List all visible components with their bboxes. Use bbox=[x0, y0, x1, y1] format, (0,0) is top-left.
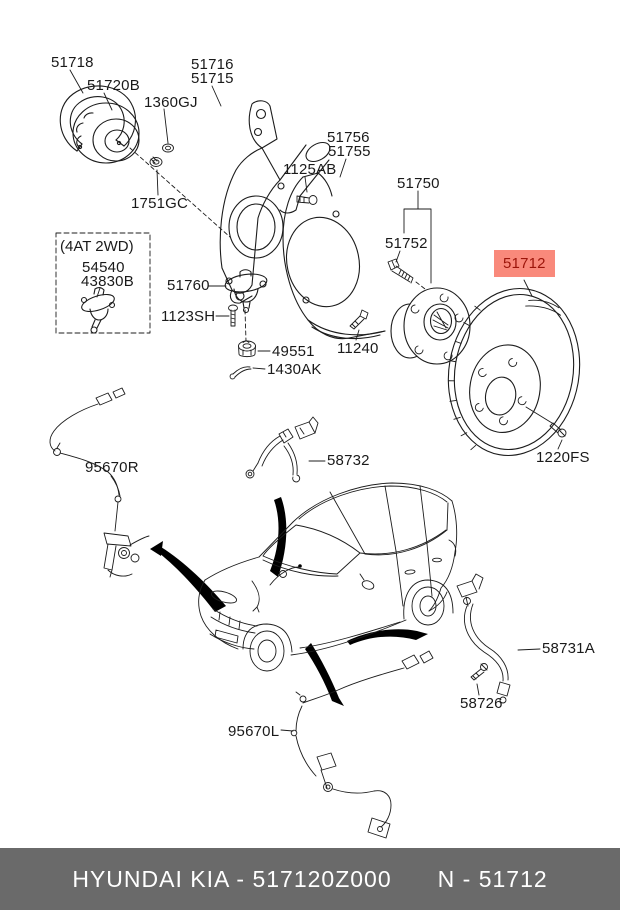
bolt-1125ab-drawing bbox=[296, 195, 318, 205]
part-label-1360gj[interactable]: 1360GJ bbox=[144, 94, 198, 111]
bolt-1123sh-drawing bbox=[228, 304, 238, 327]
part-label-51755[interactable]: 51755 bbox=[328, 143, 371, 160]
bolt-51752-drawing bbox=[387, 258, 414, 284]
part-label-1123sh[interactable]: 1123SH bbox=[161, 308, 216, 325]
footer-part-ref: N - 51712 bbox=[437, 865, 548, 892]
part-label-51752[interactable]: 51752 bbox=[385, 235, 428, 252]
hub-nut-washer-drawing bbox=[149, 143, 174, 167]
part-label-1751gc[interactable]: 1751GC bbox=[131, 195, 189, 212]
brake-disc-drawing bbox=[447, 287, 581, 457]
part-label-43830b[interactable]: 43830B bbox=[81, 273, 134, 290]
part-label-58726[interactable]: 58726 bbox=[460, 695, 503, 712]
abs-sensor-right-drawing bbox=[49, 387, 150, 578]
footer-catalog-code: HYUNDAI KIA - 517120Z000 bbox=[72, 865, 392, 892]
vehicle-illustration bbox=[198, 482, 458, 672]
bolt-11240-drawing bbox=[349, 309, 369, 330]
part-label-1125ab[interactable]: 1125AB bbox=[283, 161, 337, 178]
ball-joint-drawing bbox=[224, 269, 268, 314]
part-label-51756[interactable]: 51756 bbox=[327, 129, 370, 146]
part-label-51715[interactable]: 51715 bbox=[191, 70, 234, 87]
brake-hose-rear-drawing bbox=[456, 573, 511, 704]
part-label-51716[interactable]: 51716 bbox=[191, 56, 234, 73]
part-label-51750[interactable]: 51750 bbox=[397, 175, 440, 192]
pointer-swoosh-arrows bbox=[150, 497, 428, 706]
part-label-11240[interactable]: 11240 bbox=[337, 340, 379, 357]
part-label-58731a[interactable]: 58731A bbox=[542, 640, 595, 657]
steering-knuckle-drawing bbox=[219, 100, 331, 304]
variant-box-4at2wd bbox=[55, 232, 151, 334]
abs-sensor-left-drawing bbox=[290, 650, 434, 839]
part-label-95670r[interactable]: 95670R bbox=[85, 459, 139, 476]
part-label-51760[interactable]: 51760 bbox=[167, 277, 210, 294]
parts-diagram-canvas bbox=[49, 69, 581, 839]
part-label-54540[interactable]: 54540 bbox=[82, 259, 125, 276]
wheel-bearing-drawing bbox=[72, 102, 140, 164]
part-label-51720b[interactable]: 51720B bbox=[87, 77, 140, 94]
part-label-49551[interactable]: 49551 bbox=[272, 343, 315, 360]
part-label-51718[interactable]: 51718 bbox=[51, 54, 94, 71]
ball-joint-4at-drawing bbox=[80, 287, 116, 334]
part-label-1220fs[interactable]: 1220FS bbox=[536, 449, 590, 466]
part-label-51712-highlighted[interactable]: 51712 bbox=[494, 250, 555, 277]
variant-caption-4at2wd: (4AT 2WD) bbox=[60, 238, 134, 255]
brake-dust-shield-drawing bbox=[282, 172, 386, 340]
part-label-58732[interactable]: 58732 bbox=[327, 452, 370, 469]
brake-hose-front-drawing bbox=[245, 416, 319, 483]
cotter-pin-drawing bbox=[229, 366, 252, 380]
castle-nut-drawing bbox=[238, 340, 256, 358]
footer-bar: HYUNDAI KIA - 517120Z000 N - 51712 bbox=[0, 848, 620, 910]
screw-1220fs-drawing bbox=[549, 422, 567, 438]
part-label-95670l[interactable]: 95670L bbox=[228, 723, 280, 740]
snap-ring-drawing bbox=[59, 85, 137, 152]
part-label-1430ak[interactable]: 1430AK bbox=[267, 361, 322, 378]
